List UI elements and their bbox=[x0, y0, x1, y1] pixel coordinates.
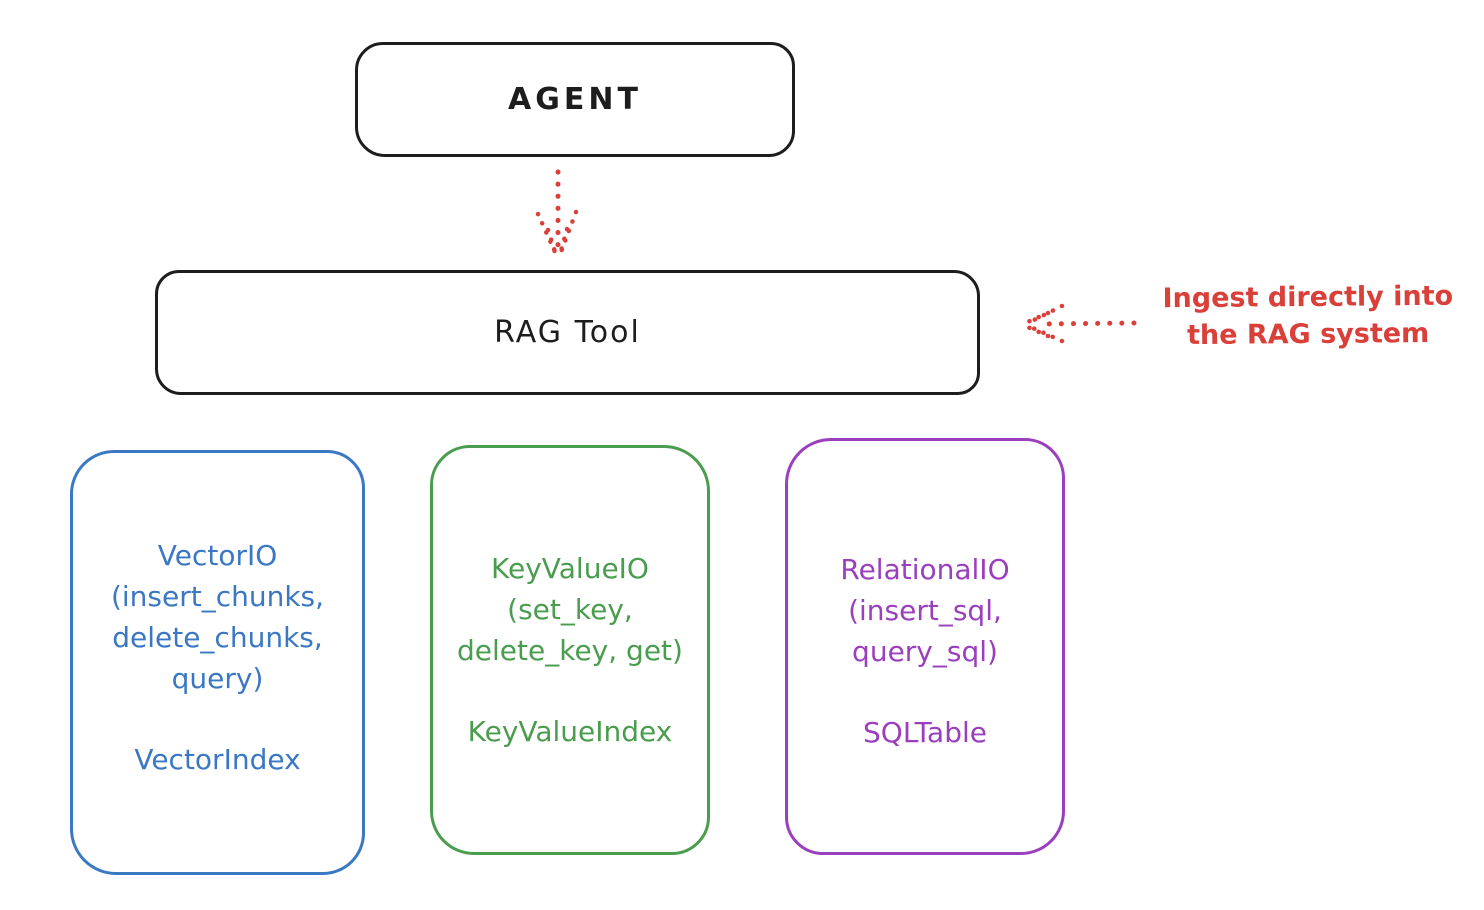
agent-to-rag-arrow bbox=[535, 169, 579, 261]
relational-io-line: (insert_sql, bbox=[848, 594, 1002, 627]
vector-io-line: delete_chunks, bbox=[112, 621, 323, 654]
rag-tool-node: RAG Tool bbox=[155, 270, 980, 395]
spacer bbox=[73, 699, 362, 739]
keyvalue-io-line: delete_key, get) bbox=[457, 634, 683, 667]
annotation-ingest-note: Ingest directly into the RAG system bbox=[1138, 278, 1479, 355]
vector-io-node: VectorIO (insert_chunks, delete_chunks, … bbox=[70, 450, 365, 875]
agent-node-label: AGENT bbox=[508, 82, 642, 117]
annotation-line-1: Ingest directly into bbox=[1162, 280, 1454, 315]
rag-tool-node-label: RAG Tool bbox=[494, 315, 641, 350]
keyvalue-io-node: KeyValueIO (set_key, delete_key, get) Ke… bbox=[430, 445, 710, 855]
vector-io-line: query) bbox=[171, 662, 264, 695]
relational-io-node: RelationalIO (insert_sql, query_sql) SQL… bbox=[785, 438, 1065, 855]
relational-io-line: RelationalIO bbox=[840, 553, 1010, 586]
keyvalue-io-line: KeyValueIO bbox=[491, 552, 649, 585]
annotation-line-2: the RAG system bbox=[1186, 317, 1430, 352]
annotation-to-rag-arrow bbox=[1020, 303, 1137, 344]
vector-io-line: VectorIO bbox=[157, 539, 278, 572]
keyvalue-index-label: KeyValueIndex bbox=[467, 715, 673, 748]
vector-index-label: VectorIndex bbox=[134, 743, 301, 776]
vector-io-line: (insert_chunks, bbox=[110, 580, 325, 613]
spacer bbox=[433, 671, 707, 711]
spacer bbox=[788, 672, 1062, 712]
agent-node: AGENT bbox=[355, 42, 795, 157]
sql-table-label: SQLTable bbox=[863, 716, 987, 749]
keyvalue-io-line: (set_key, bbox=[507, 593, 633, 626]
relational-io-line: query_sql) bbox=[852, 635, 998, 668]
